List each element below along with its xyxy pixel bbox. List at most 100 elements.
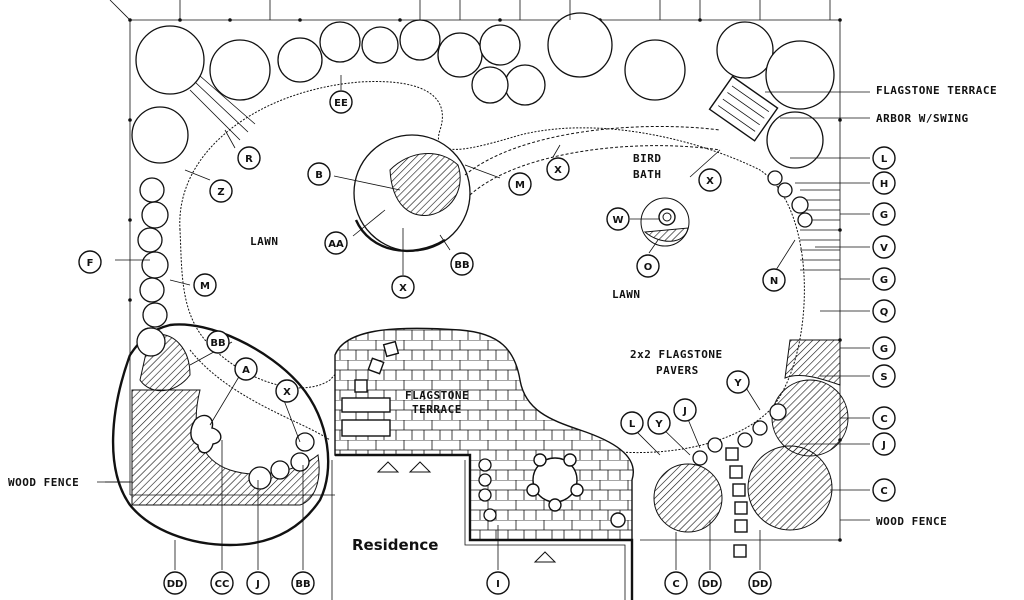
key-bubble-z: Z (209, 179, 233, 203)
terrace-label-2: TERRACE (412, 403, 462, 416)
svg-text:W: W (612, 215, 623, 226)
key-bubble-l-right: L (872, 146, 896, 170)
svg-text:O: O (644, 262, 653, 273)
key-bubble-m-mid: M (508, 172, 532, 196)
key-bubble-j-right: J (872, 432, 896, 456)
svg-text:L: L (629, 419, 636, 430)
key-bubble-h: H (872, 171, 896, 195)
svg-text:DD: DD (702, 579, 719, 590)
key-bubble-bb-bottom: BB (291, 571, 315, 595)
key-bubble-dd-right: DD (748, 571, 772, 595)
key-bubble-x-mid: X (546, 157, 570, 181)
svg-text:AA: AA (328, 239, 344, 250)
svg-text:BB: BB (454, 260, 469, 271)
svg-text:L: L (881, 154, 888, 165)
key-bubble-j-bottom: J (246, 571, 270, 595)
svg-text:Y: Y (654, 419, 663, 430)
svg-text:F: F (87, 258, 94, 269)
key-bubble-n: N (762, 268, 786, 292)
svg-text:X: X (283, 387, 291, 398)
key-bubble-c-right2: C (872, 478, 896, 502)
bird-bath-label-2: BATH (633, 168, 662, 181)
svg-text:BB: BB (210, 338, 225, 349)
svg-text:Y: Y (733, 378, 742, 389)
leader-lines (97, 0, 870, 570)
key-bubble-w: W (606, 207, 630, 231)
svg-text:M: M (200, 281, 210, 292)
svg-text:X: X (554, 165, 562, 176)
pavers-label-1: 2x2 FLAGSTONE (630, 348, 723, 361)
key-bubble-i: I (486, 571, 510, 595)
key-bubble-v: V (872, 235, 896, 259)
svg-text:DD: DD (752, 579, 769, 590)
key-bubble-x-center: X (391, 275, 415, 299)
right-shrubs-c (653, 379, 849, 533)
key-bubble-y-right: Y (726, 370, 750, 394)
wood-fences (130, 494, 840, 541)
key-bubble-r: R (237, 146, 261, 170)
key-bubble-l-low: L (620, 411, 644, 435)
key-bubble-x-left: X (275, 379, 299, 403)
key-bubble-s: S (872, 364, 896, 388)
svg-text:BB: BB (295, 579, 310, 590)
svg-text:C: C (672, 579, 679, 590)
svg-text:G: G (880, 210, 888, 221)
flagstone-terrace (334, 327, 634, 541)
key-bubble-q: Q (872, 299, 896, 323)
key-bubble-dd-mid: DD (698, 571, 722, 595)
svg-text:EE: EE (334, 98, 348, 109)
svg-text:G: G (880, 275, 888, 286)
svg-text:X: X (399, 283, 407, 294)
bird-bath (640, 197, 690, 247)
callout-flagstone-terrace: FLAGSTONE TERRACE (876, 84, 997, 97)
svg-text:X: X (706, 176, 714, 187)
lawn-edge (179, 81, 805, 454)
key-bubble-c-bottom: C (664, 571, 688, 595)
svg-text:J: J (255, 579, 260, 590)
callout-wood-fence-right: WOOD FENCE (876, 515, 947, 528)
pavers-label-2: PAVERS (656, 364, 699, 377)
flagstone-pavers (725, 447, 748, 558)
terrace-label-1: FLAGSTONE (405, 389, 469, 402)
key-bubble-m-left: M (193, 273, 217, 297)
key-bubble-dd-left: DD (163, 571, 187, 595)
key-bubble-x-right: X (698, 168, 722, 192)
svg-text:I: I (496, 579, 500, 590)
svg-text:CC: CC (215, 579, 230, 590)
svg-text:M: M (515, 180, 525, 191)
svg-text:A: A (242, 365, 250, 376)
bird-bath-label-1: BIRD (633, 152, 662, 165)
svg-text:N: N (770, 276, 778, 287)
svg-text:Q: Q (880, 307, 889, 318)
svg-text:J: J (881, 440, 886, 451)
key-bubble-g1: G (872, 202, 896, 226)
svg-text:S: S (880, 372, 887, 383)
callout-wood-fence-left: WOOD FENCE (8, 476, 79, 489)
svg-text:B: B (315, 170, 323, 181)
lower-left-bed (111, 323, 331, 547)
key-bubble-g2: G (872, 267, 896, 291)
central-planting-bed (353, 134, 471, 253)
svg-text:G: G (880, 344, 888, 355)
svg-text:DD: DD (167, 579, 184, 590)
key-bubble-j-low: J (673, 398, 697, 422)
key-bubble-y-low: Y (647, 411, 671, 435)
residence-label: Residence (352, 536, 438, 554)
svg-text:H: H (880, 179, 888, 190)
lawn-right-label: LAWN (612, 288, 641, 301)
key-bubble-b: B (307, 162, 331, 186)
arbor-with-swing (708, 75, 779, 142)
svg-text:J: J (682, 406, 687, 417)
right-bed-hatch (767, 170, 841, 386)
key-bubble-bb-left: BB (206, 330, 230, 354)
key-bubble-g3: G (872, 336, 896, 360)
key-bubble-c-right1: C (872, 406, 896, 430)
key-bubble-cc: CC (210, 571, 234, 595)
top-shrub-border (131, 12, 835, 169)
svg-text:Z: Z (217, 187, 224, 198)
svg-text:C: C (880, 486, 887, 497)
key-bubble-a: A (234, 357, 258, 381)
key-bubble-ee: EE (329, 90, 353, 114)
key-bubble-f: F (78, 250, 102, 274)
